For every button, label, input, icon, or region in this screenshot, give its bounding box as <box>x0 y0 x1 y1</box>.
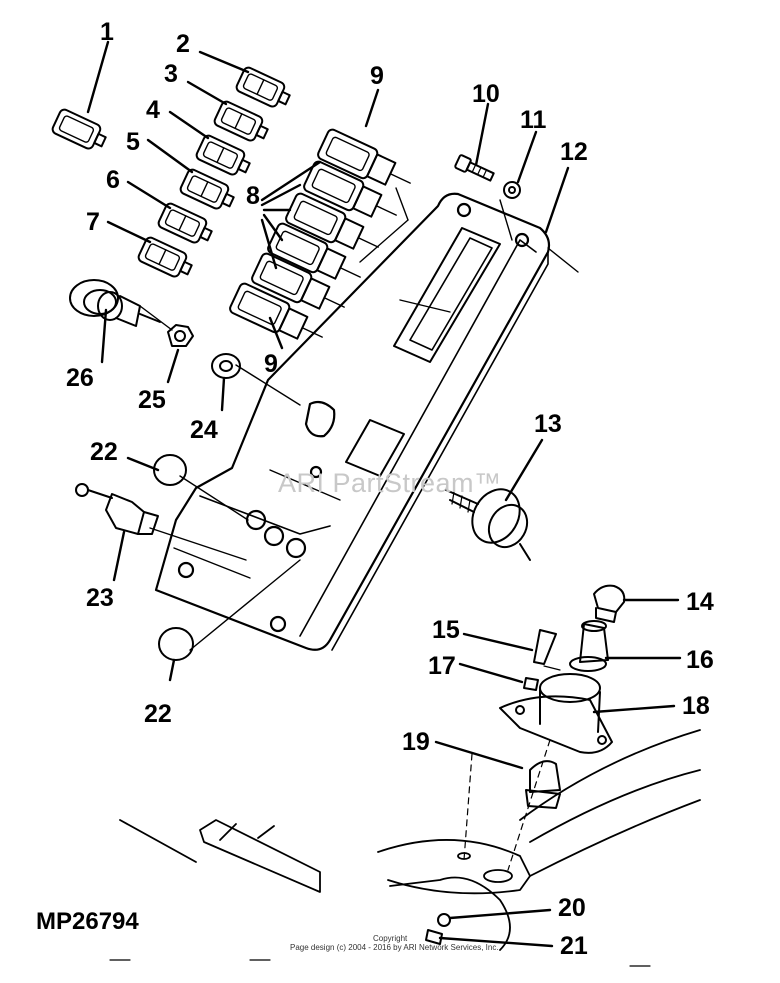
callout-5: 5 <box>126 128 140 156</box>
frame-outline <box>109 665 701 967</box>
callout-7: 7 <box>86 208 100 236</box>
callout-9-top: 9 <box>370 62 384 90</box>
callout-22-bottom: 22 <box>144 700 172 728</box>
copyright-notice: Page design (c) 2004 - 2016 by ARI Netwo… <box>290 943 499 952</box>
rocker-switches-left <box>51 66 291 278</box>
alignment-lines <box>139 187 579 651</box>
callout-25: 25 <box>138 386 166 414</box>
diagram-code: MP26794 <box>36 908 139 935</box>
callout-14: 14 <box>686 588 714 616</box>
plugs-and-push-switch <box>75 454 194 661</box>
bolt-and-washer <box>454 154 521 199</box>
lower-right-assembly <box>425 584 626 945</box>
callout-13: 13 <box>534 410 562 438</box>
callout-21: 21 <box>560 932 588 960</box>
watermark: ARI PartStream™ <box>278 468 502 498</box>
callout-1: 1 <box>100 18 114 46</box>
callout-8: 8 <box>246 182 260 210</box>
callout-4: 4 <box>146 96 160 124</box>
callout-10: 10 <box>472 80 500 108</box>
switch-panel <box>154 192 551 651</box>
callout-9-bottom: 9 <box>264 350 278 378</box>
callout-11: 11 <box>520 106 547 134</box>
copyright-label: Copyright <box>373 934 408 943</box>
indicator-lamp <box>445 488 531 561</box>
callout-24: 24 <box>190 416 218 444</box>
callout-16: 16 <box>686 646 714 674</box>
callout-23: 23 <box>86 584 114 612</box>
callout-15: 15 <box>432 616 460 644</box>
callout-2: 2 <box>176 30 190 58</box>
key-switch-assembly <box>69 279 241 379</box>
callout-3: 3 <box>164 60 178 88</box>
callout-6: 6 <box>106 166 120 194</box>
callout-12: 12 <box>560 138 588 166</box>
callout-26: 26 <box>66 364 94 392</box>
callout-20: 20 <box>558 894 586 922</box>
switch-bezels <box>229 128 411 340</box>
callout-18: 18 <box>682 692 710 720</box>
callout-19: 19 <box>402 728 430 756</box>
callout-17: 17 <box>428 652 456 680</box>
callout-22-top: 22 <box>90 438 118 466</box>
